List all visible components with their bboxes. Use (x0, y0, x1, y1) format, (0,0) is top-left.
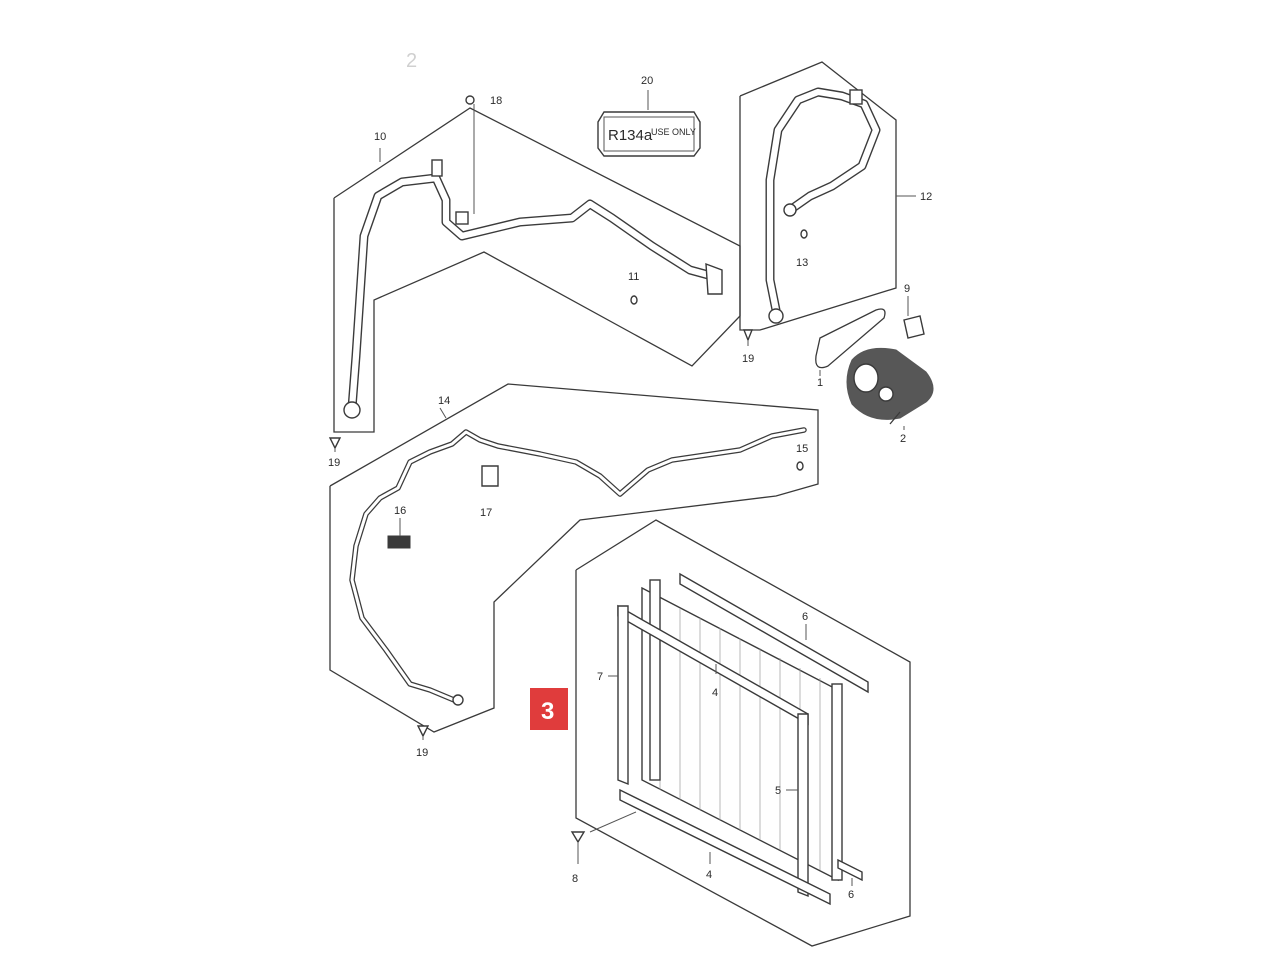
callout-7: 7 (597, 671, 603, 683)
callout-11: 11 (628, 271, 639, 283)
sticker-part-text: R134a (608, 127, 653, 144)
bolt-19-a (742, 329, 754, 346)
group-12-hose (739, 61, 916, 331)
callout-13: 13 (796, 257, 808, 269)
callout-15: 15 (796, 443, 808, 455)
callout-12: 12 (920, 191, 932, 203)
r134a-sticker: R134a USE ONLY (597, 90, 701, 157)
condenser-assembly (570, 519, 911, 947)
callout-4-bottom: 4 (706, 869, 712, 881)
callout-17: 17 (480, 507, 492, 519)
callout-1: 1 (817, 377, 823, 389)
bolt-19-c (416, 725, 430, 740)
callout-5: 5 (775, 785, 781, 797)
callout-6-bottom: 6 (848, 889, 854, 901)
callout-9: 9 (904, 283, 910, 295)
callout-14: 14 (438, 395, 450, 407)
sticker-use-only-text: USE ONLY (651, 127, 696, 137)
callout-2: 2 (900, 433, 906, 445)
callout-4-top: 4 (712, 687, 718, 699)
page-marker: 2 (406, 50, 417, 72)
callout-19-b: 19 (328, 457, 340, 469)
callout-20: 20 (641, 75, 653, 87)
callout-6-top: 6 (802, 611, 808, 623)
group-10-hose (333, 95, 741, 433)
callout-16: 16 (394, 505, 406, 517)
group-14-pipe (329, 383, 819, 733)
callout-19-a: 19 (742, 353, 754, 365)
compressor-assembly (815, 296, 934, 430)
callout-19-c: 19 (416, 747, 428, 759)
badge-3: 3 (530, 688, 568, 730)
callout-8: 8 (572, 873, 578, 885)
badge-3-label: 3 (541, 698, 554, 725)
bolt-19-b (328, 437, 342, 452)
badge-3-background (530, 688, 568, 730)
callout-18: 18 (490, 95, 502, 107)
callout-10: 10 (374, 131, 386, 143)
